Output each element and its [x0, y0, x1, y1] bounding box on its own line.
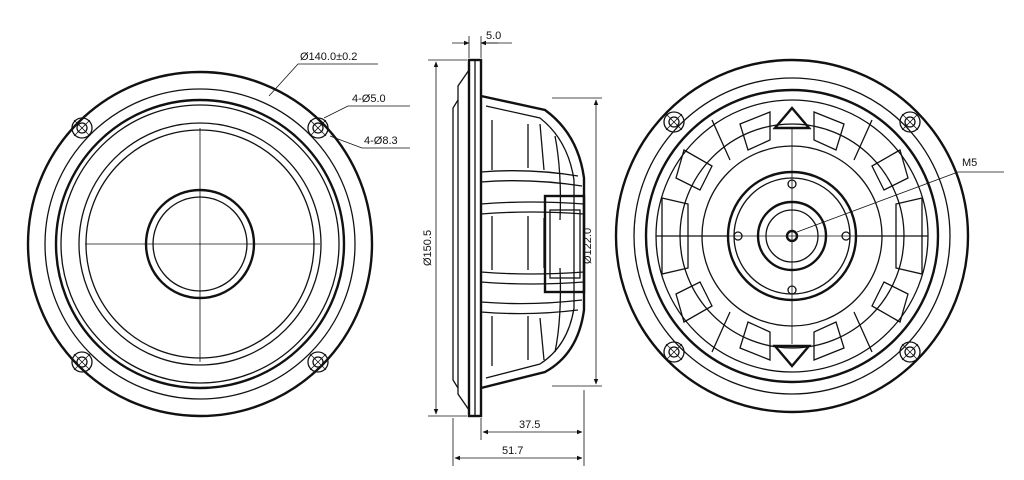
- dim-basket-diameter: Ø122.0: [582, 228, 594, 264]
- label-thread: M5: [962, 157, 977, 169]
- leader-mount-holes: [323, 105, 410, 119]
- rear-view: M5: [614, 58, 1004, 414]
- rear-mount-hole: [663, 341, 685, 363]
- rear-flange-inner: [633, 77, 951, 395]
- side-basket-outline: [480, 94, 586, 390]
- front-surround-outer: [60, 104, 340, 384]
- dim-flange-thickness: 5.0: [486, 30, 501, 42]
- front-mount-hole: [71, 117, 93, 139]
- rear-terminal-bottom: [772, 344, 812, 368]
- leader-thread: [796, 171, 959, 233]
- front-mount-hole: [307, 117, 329, 139]
- front-mount-hole: [71, 351, 93, 373]
- front-flange-inner-edge: [44, 88, 356, 400]
- rear-mount-hole: [663, 111, 685, 133]
- dim-outer-diameter: Ø140.0±0.2: [300, 51, 357, 63]
- front-surround-inner: [78, 122, 322, 366]
- dim-overall-diameter: Ø150.5: [422, 230, 434, 266]
- dim-depth-frame: 37.5: [519, 419, 540, 431]
- rear-mount-hole: [899, 111, 921, 133]
- front-outer-flange: [26, 70, 374, 418]
- dim-depth-total: 51.7: [502, 445, 523, 457]
- dim-mount-holes: 4-Ø5.0: [352, 93, 386, 105]
- leader-outer-diameter: [268, 63, 378, 97]
- rear-outer-flange: [614, 58, 970, 414]
- dim-mount-recess: 4-Ø8.3: [364, 135, 398, 147]
- rear-mount-hole: [899, 341, 921, 363]
- rear-basket-rim: [644, 88, 940, 384]
- front-gasket-ring: [54, 98, 346, 390]
- front-view: Ø140.0±0.2 4-Ø5.0 4-Ø8.3: [26, 51, 410, 418]
- side-view: 5.0 Ø150.5 Ø122.0 37.5 51.7: [422, 30, 602, 466]
- side-gasket: [457, 69, 470, 411]
- side-magnet: [543, 194, 586, 294]
- front-mount-hole: [307, 351, 329, 373]
- leader-mount-recess: [329, 135, 410, 149]
